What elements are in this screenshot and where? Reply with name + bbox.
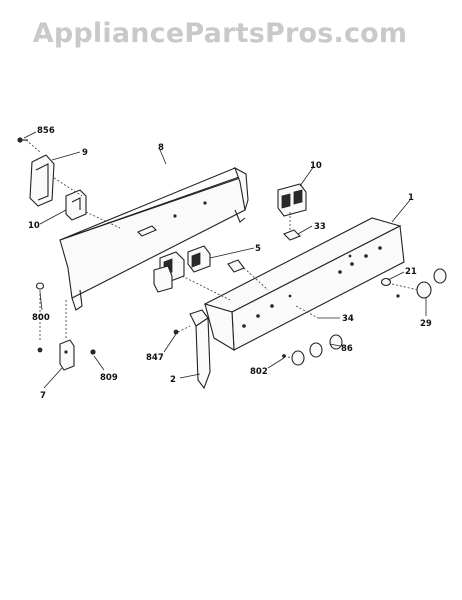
leader-lines: [23, 131, 427, 389]
callout-21: 21: [405, 267, 417, 277]
watermark: AppliancePartsPros.com: [33, 18, 407, 49]
callout-34: 34: [342, 314, 354, 324]
part-29-knobs: [416, 268, 447, 299]
part-5-switches: [153, 245, 211, 293]
callout-856: 856: [37, 126, 55, 136]
part-856-screw: [17, 137, 28, 143]
part-2-side-bracket: [189, 309, 211, 390]
part-21-knob-ring: [380, 277, 400, 298]
callout-9: 9: [82, 148, 88, 158]
part-10-bracket-left: [65, 189, 87, 221]
part-small-knob-insert: [227, 259, 245, 273]
part-33-clip: [283, 229, 301, 241]
part-10-bracket-right: [277, 183, 307, 217]
callout-5: 5: [255, 244, 261, 254]
callout-10-right: 10: [310, 161, 322, 171]
callout-2: 2: [170, 375, 176, 385]
callout-labels: 856 9 8 10 10 1 33 5 21 29 800 34 847 86…: [28, 126, 432, 401]
part-800-screw: [35, 282, 45, 353]
callout-8: 8: [158, 143, 164, 153]
part-7-bracket: [59, 339, 75, 371]
part-8-backguard: [59, 166, 249, 311]
callout-847: 847: [146, 353, 164, 363]
part-809-screw: [90, 349, 96, 355]
callout-809: 809: [100, 373, 118, 383]
callout-33: 33: [314, 222, 326, 232]
callout-802: 802: [250, 367, 268, 377]
callout-7: 7: [40, 391, 46, 401]
part-86-knobs: [291, 334, 343, 366]
callout-800: 800: [32, 313, 50, 323]
callout-86: 86: [341, 344, 353, 354]
callout-29: 29: [420, 319, 432, 329]
part-9-bracket: [29, 154, 55, 207]
callout-10-left: 10: [28, 221, 40, 231]
callout-1: 1: [408, 193, 414, 203]
part-1-control-panel: [203, 217, 405, 352]
part-847-screw: [173, 329, 179, 335]
